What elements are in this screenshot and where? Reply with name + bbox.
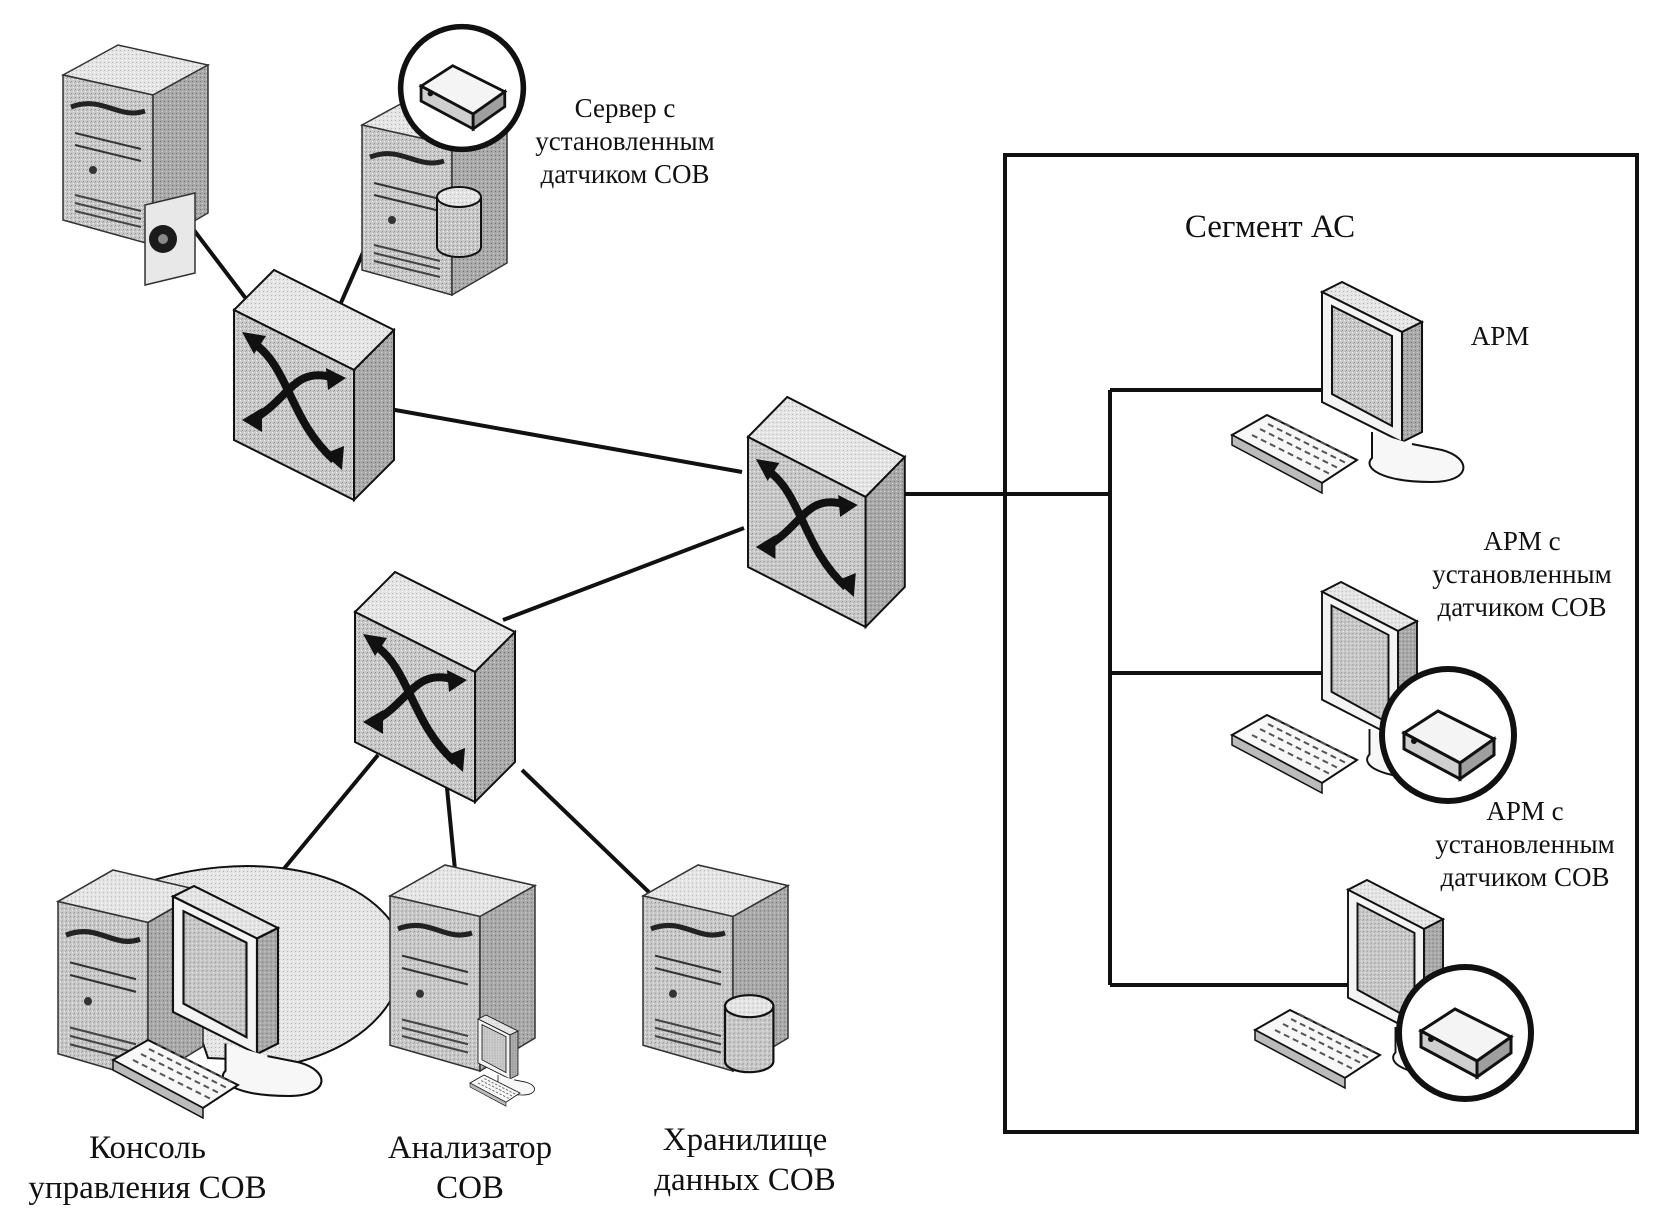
- server-icon: [63, 45, 208, 286]
- link-server1-switch1: [188, 223, 249, 302]
- segment-title: Сегмент АС: [1184, 209, 1356, 245]
- switch-icon: [355, 572, 515, 802]
- switch-icon: [234, 270, 394, 500]
- ids-sensor-icon: [1399, 967, 1531, 1099]
- console-label: Консоль управления СОВ: [28, 1130, 267, 1207]
- link-switch3-switch2: [502, 526, 745, 622]
- arm3-label: АРМ с установленным датчиком СОВ: [1435, 796, 1615, 892]
- segment-bus: [1108, 388, 1375, 987]
- storage-icon: [643, 865, 788, 1072]
- ids-sensor-icon: [1382, 669, 1514, 801]
- switch-icon: [748, 397, 905, 627]
- link-switch3-console: [266, 753, 380, 890]
- link-switch3-analyzer: [445, 787, 457, 871]
- keyboard-icon: [1254, 1009, 1381, 1089]
- keyboard-icon: [1231, 714, 1358, 794]
- link-switch1-switch2: [383, 406, 743, 474]
- storage-label: Хранилище данных СОВ: [654, 1122, 836, 1199]
- segment-box: [1003, 153, 1639, 1134]
- keyboard-icon: [1231, 414, 1358, 494]
- arm1-label: АРМ: [1470, 321, 1530, 351]
- link-switch3-storage: [520, 768, 657, 900]
- arm2-label: АРМ с установленным датчиком СОВ: [1432, 526, 1612, 622]
- analyzer-label: Анализатор СОВ: [387, 1130, 553, 1207]
- ids-server-label: Сервер с установленным датчиком СОВ: [535, 93, 715, 189]
- analyzer-icon: [390, 865, 535, 1107]
- console-icon: [58, 865, 404, 1119]
